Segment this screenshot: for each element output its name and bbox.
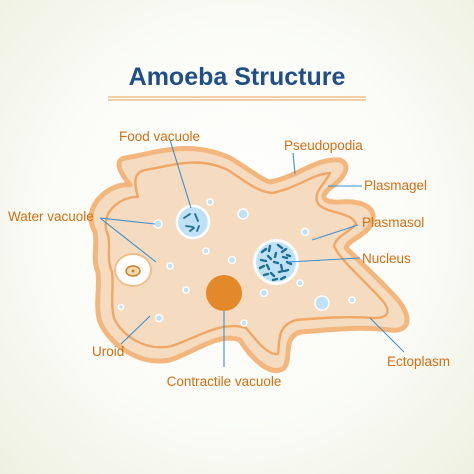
label-contractile-vacuole: Contractile vacuole [167,374,282,389]
food-vacuole [175,204,211,240]
label-pseudopodia: Pseudopodia [284,138,363,153]
label-uroid: Uroid [92,344,124,359]
label-plasmagel: Plasmagel [364,178,427,193]
label-ectoplasm: Ectoplasm [387,354,450,369]
label-water-vacuole: Water vacuole [8,209,94,224]
contractile-vacuole [206,275,242,311]
label-nucleus: Nucleus [362,251,411,266]
nucleus [253,239,299,285]
label-plasmasol: Plasmasol [362,215,424,230]
water-vacuoles [117,198,356,327]
label-food-vacuole: Food vacuole [119,129,200,144]
amoeba-body [88,146,410,373]
plasmagel-membrane [104,161,389,356]
diagram-title: Amoeba Structure [129,63,346,91]
uroid [114,253,152,287]
leader-lines [99,139,405,367]
